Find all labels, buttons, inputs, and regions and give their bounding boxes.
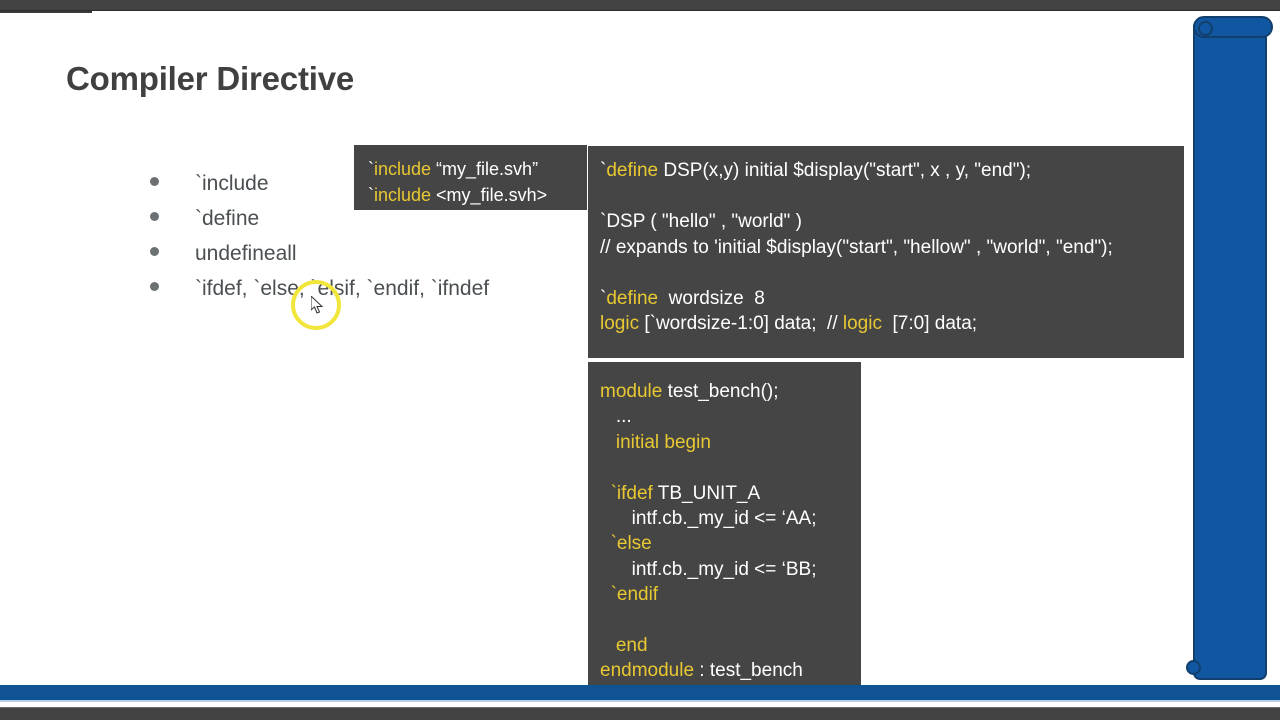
bullet-dot-icon <box>150 282 159 291</box>
window-top-bar-shadow <box>0 11 92 13</box>
bullet-dot-icon <box>150 247 159 256</box>
scrollbar-bottom-knob-icon[interactable] <box>1186 660 1201 675</box>
code-block-module: module test_bench(); ... initial begin `… <box>588 362 861 685</box>
bullet-dot-icon <box>150 177 159 186</box>
list-item: undefineall <box>150 242 570 277</box>
list-item-label: `ifdef, `else, `elsif, `endif, `ifndef <box>195 277 490 300</box>
page-title: Compiler Directive <box>66 60 355 97</box>
list-item: `ifdef, `else, `elsif, `endif, `ifndef <box>150 277 570 312</box>
scrollbar-up-button[interactable] <box>1193 16 1273 38</box>
code-block-include: `include “my_file.svh” `include <my_file… <box>354 145 587 210</box>
vertical-scrollbar[interactable] <box>1186 16 1273 680</box>
list-item: `include <box>150 172 570 207</box>
directive-bullet-list: `include `define undefineall `ifdef, `el… <box>150 172 570 312</box>
window-bottom-bar <box>0 707 1280 720</box>
window-bottom-accent-bar <box>0 685 1280 702</box>
list-item-label: undefineall <box>195 242 297 265</box>
list-item-label: `define <box>195 207 260 230</box>
scrollbar-thumb[interactable] <box>1193 25 1267 680</box>
list-item: `define <box>150 207 570 242</box>
window-top-bar <box>0 0 1280 11</box>
scrollbar-top-knob-icon[interactable] <box>1198 21 1213 36</box>
list-item-label: `include <box>195 172 269 195</box>
code-block-define: `define DSP(x,y) initial $display("start… <box>588 146 1184 358</box>
bullet-dot-icon <box>150 212 159 221</box>
